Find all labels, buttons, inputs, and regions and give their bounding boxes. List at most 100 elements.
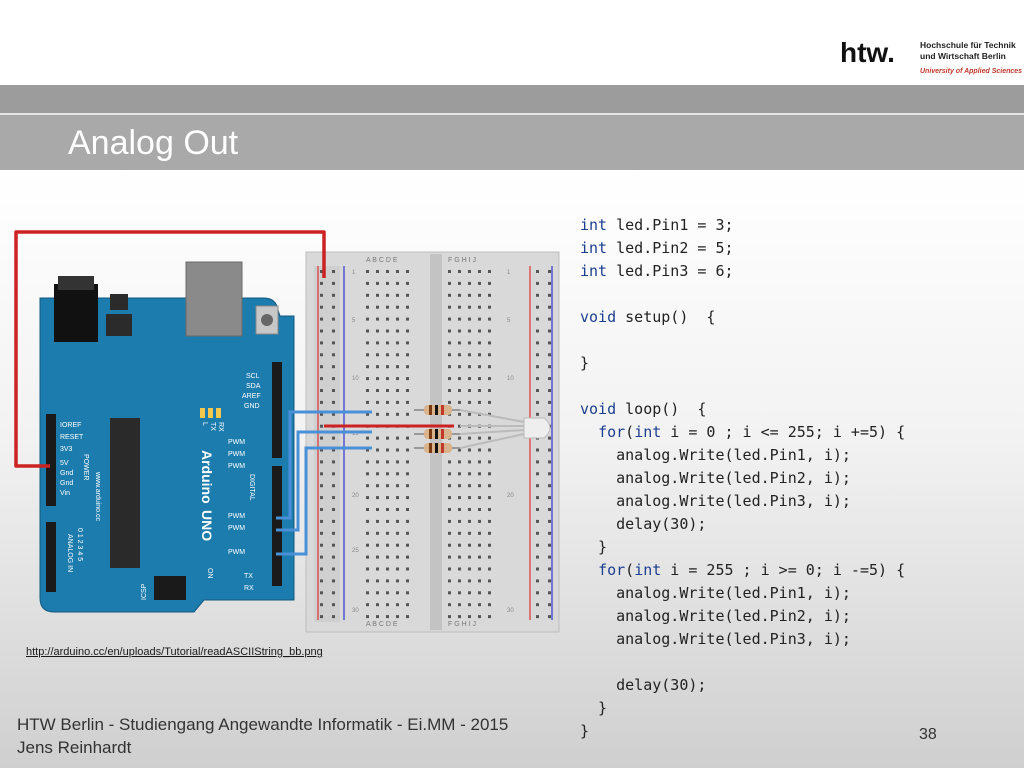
breadboard-hole xyxy=(548,519,551,523)
breadboard-hole xyxy=(548,389,551,392)
code-line: for(int i = 255 ; i >= 0; i -=5) { xyxy=(598,561,906,579)
code-line: for(int i = 0 ; i <= 255; i +=5) { xyxy=(598,423,906,441)
breadboard-hole xyxy=(320,341,323,345)
breadboard-hole xyxy=(468,591,471,595)
breadboard-hole xyxy=(376,496,379,500)
breadboard-hole xyxy=(536,353,539,357)
resistors xyxy=(414,405,460,453)
breadboard-hole xyxy=(468,270,471,273)
header-label: AREF xyxy=(242,393,261,400)
breadboard-hole xyxy=(406,448,409,452)
footer-line-1: HTW Berlin - Studiengang Angewandte Info… xyxy=(17,715,509,734)
led-rx xyxy=(216,408,221,418)
breadboard-hole xyxy=(366,615,369,619)
breadboard-hole xyxy=(396,555,399,559)
breadboard-hole xyxy=(366,591,369,595)
breadboard-hole xyxy=(332,508,335,511)
breadboard-hole xyxy=(332,329,335,333)
breadboard-hole xyxy=(488,353,491,357)
breadboard-hole xyxy=(468,496,471,500)
code-line: analog.Write(led.Pin3, i); xyxy=(580,492,851,510)
breadboard-hole xyxy=(376,460,379,464)
breadboard-hole xyxy=(376,448,379,452)
breadboard-hole xyxy=(548,531,551,535)
power-label: POWER xyxy=(82,454,89,480)
breadboard-hole xyxy=(406,579,409,583)
breadboard-hole xyxy=(536,389,539,392)
breadboard-hole xyxy=(376,591,379,595)
code-line: analog.Write(led.Pin1, i); xyxy=(580,584,851,602)
pin-label: 3V3 xyxy=(60,446,73,453)
breadboard-hole xyxy=(468,543,471,547)
breadboard-hole xyxy=(548,508,551,511)
breadboard-hole xyxy=(366,543,369,547)
breadboard-hole xyxy=(320,531,323,535)
breadboard-hole xyxy=(366,329,369,333)
breadboard-hole xyxy=(488,305,491,309)
breadboard-hole xyxy=(488,270,491,273)
breadboard-hole xyxy=(406,567,409,571)
breadboard-hole xyxy=(468,436,471,440)
breadboard-hole xyxy=(468,293,471,297)
htw-logo-mark: htw. xyxy=(840,38,895,68)
breadboard-hole xyxy=(468,377,471,381)
breadboard-hole xyxy=(458,389,461,392)
breadboard-hole xyxy=(458,281,461,285)
code-line: analog.Write(led.Pin2, i); xyxy=(580,607,851,625)
breadboard-hole xyxy=(548,579,551,583)
breadboard-hole xyxy=(468,460,471,464)
pwm-label: PWM xyxy=(228,463,245,470)
breadboard-hole xyxy=(376,329,379,333)
breadboard-hole xyxy=(488,400,491,404)
breadboard-hole xyxy=(406,400,409,404)
pwm-label: PWM xyxy=(228,525,245,532)
image-source-link[interactable]: http://arduino.cc/en/uploads/Tutorial/re… xyxy=(26,646,323,658)
slide-title: Analog Out xyxy=(68,124,239,162)
breadboard-hole xyxy=(332,484,335,488)
code-keyword: void xyxy=(580,308,617,326)
breadboard-hole xyxy=(468,412,471,416)
breadboard-hole xyxy=(320,496,323,500)
row-number: 1 xyxy=(507,270,511,276)
breadboard-hole xyxy=(366,270,369,273)
breadboard-hole xyxy=(406,484,409,488)
pwm-label: PWM xyxy=(228,451,245,458)
breadboard-hole xyxy=(488,519,491,523)
breadboard-hole xyxy=(536,603,539,607)
breadboard-hole xyxy=(396,579,399,583)
breadboard-hole xyxy=(332,365,335,369)
circuit-diagram: A B C D E F G H I J A B C D E F G H I J … xyxy=(14,230,560,633)
breadboard-hole xyxy=(332,555,335,559)
logo-name: Hochschule für Technik und Wirtschaft Be… xyxy=(920,40,1016,62)
code-line: } xyxy=(580,699,608,717)
breadboard-hole xyxy=(468,555,471,559)
breadboard-hole xyxy=(320,543,323,547)
breadboard-hole xyxy=(366,508,369,511)
breadboard-hole xyxy=(376,472,379,476)
breadboard-hole xyxy=(536,615,539,619)
breadboard-hole xyxy=(478,460,481,464)
breadboard-hole xyxy=(448,329,451,333)
breadboard-hole xyxy=(458,472,461,476)
breadboard-hole xyxy=(376,270,379,273)
code-line: int led.Pin1 = 3; xyxy=(580,216,734,234)
breadboard-hole xyxy=(448,508,451,511)
breadboard-hole xyxy=(536,341,539,345)
reset-button-cap xyxy=(261,314,273,326)
row-number: 30 xyxy=(507,608,514,614)
breadboard-hole xyxy=(406,341,409,345)
breadboard-hole xyxy=(488,293,491,297)
breadboard-hole xyxy=(320,579,323,583)
on-label: ON xyxy=(206,568,213,579)
breadboard-hole xyxy=(386,615,389,619)
code-line: delay(30); xyxy=(580,676,707,694)
breadboard-hole xyxy=(366,377,369,381)
breadboard-hole xyxy=(332,317,335,321)
breadboard-hole xyxy=(458,531,461,535)
row-number: 1 xyxy=(352,270,356,276)
breadboard-hole xyxy=(386,389,389,392)
breadboard-hole xyxy=(376,484,379,488)
breadboard-hole xyxy=(536,508,539,511)
breadboard-columns-left: A B C D E xyxy=(366,257,398,264)
breadboard-hole xyxy=(448,591,451,595)
